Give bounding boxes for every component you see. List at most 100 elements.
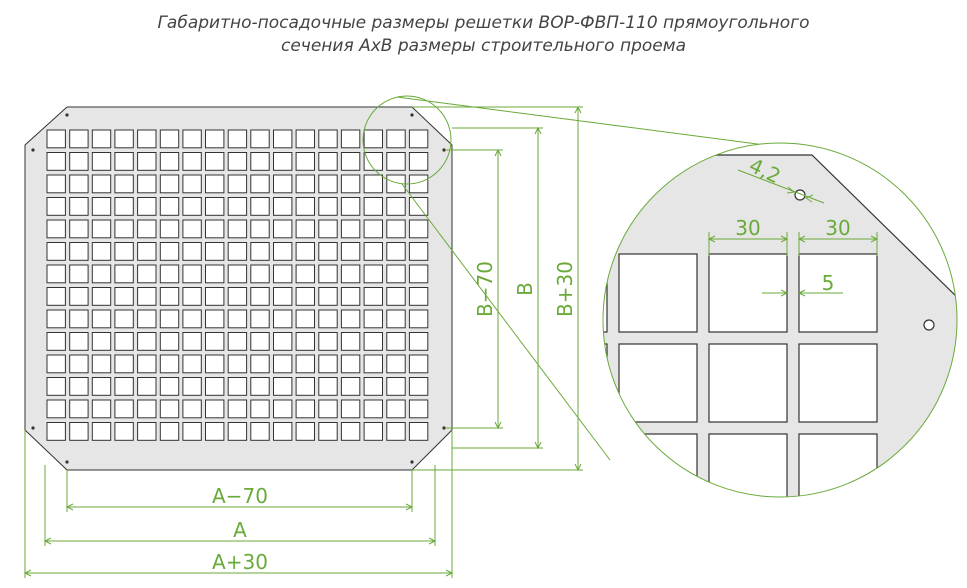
grille-cell (340, 219, 361, 239)
grille-cell (205, 174, 225, 194)
grille-cell (340, 377, 361, 396)
grille-cell (46, 219, 66, 239)
grille-cell (114, 287, 134, 306)
detail-leader-bottom (401, 183, 611, 461)
mounting-hole (442, 426, 446, 430)
grille-cell (340, 422, 361, 441)
grille-cell (386, 377, 406, 396)
grille-cell (408, 152, 429, 171)
grille-cell (295, 152, 316, 171)
grille-cell (340, 197, 361, 216)
grille-cell (159, 129, 180, 149)
grille-cell (91, 399, 112, 419)
grille-cell (114, 174, 134, 194)
detail-grille-cell (618, 433, 698, 497)
grille-cell (69, 287, 89, 306)
grille-cell (91, 332, 112, 351)
grille-cell (363, 422, 384, 441)
grille-cell (340, 174, 361, 194)
grille-cell (69, 332, 89, 351)
dim-a: A (233, 518, 247, 542)
dim-a-minus-70: A−70 (212, 484, 268, 508)
grille-cell (114, 152, 134, 171)
grille-cell (46, 152, 66, 171)
grille-cell (91, 309, 112, 329)
grille-cell (114, 422, 134, 441)
detail-grille-cell (603, 433, 608, 497)
grille-cell (227, 309, 248, 329)
grille-cell (205, 332, 225, 351)
grille-cell (69, 174, 89, 194)
grille-cell (386, 152, 406, 171)
grille-cell (273, 174, 293, 194)
grille-cell (91, 152, 112, 171)
grille-cell (159, 287, 180, 306)
mounting-hole (442, 148, 446, 152)
grille-cell (273, 332, 293, 351)
grille-cell (227, 242, 248, 261)
grille-cell (318, 152, 338, 171)
grille-cell (91, 422, 112, 441)
grille-cell (182, 309, 202, 329)
grille-cell (295, 422, 316, 441)
grille-cell (318, 399, 338, 419)
grille-cell (205, 152, 225, 171)
grille-cell (137, 287, 157, 306)
grille-cell (159, 354, 180, 374)
detail-view: 4,2 30 30 5 (602, 142, 958, 498)
grille-cell (91, 219, 112, 239)
grille-cell (386, 197, 406, 216)
grille-cell (363, 354, 384, 374)
grille-cell (318, 287, 338, 306)
grille-cell (363, 152, 384, 171)
grille-cell (250, 264, 270, 284)
grille-cell (386, 287, 406, 306)
grille-cell (295, 377, 316, 396)
mounting-hole (31, 426, 35, 430)
grille-cell (273, 219, 293, 239)
detail-grille-cell (798, 343, 878, 423)
grille-cell (250, 377, 270, 396)
mounting-hole (410, 113, 414, 117)
grille-cell (340, 354, 361, 374)
grille-cell (295, 219, 316, 239)
grille-cell (91, 354, 112, 374)
grille-cell (386, 399, 406, 419)
grille-cell (137, 174, 157, 194)
grille-cell (250, 152, 270, 171)
detail-grille-cell (603, 343, 608, 423)
detail-grille-cell (708, 433, 788, 497)
grille-cell (318, 174, 338, 194)
mounting-hole (410, 460, 414, 464)
dim-b-plus-30: B+30 (553, 261, 577, 317)
grille-cell (137, 309, 157, 329)
grille-cell (46, 129, 66, 149)
grille-cell (340, 287, 361, 306)
grille-cell (386, 129, 406, 149)
grille-cell (340, 264, 361, 284)
mounting-hole (65, 460, 69, 464)
grille-cell (408, 399, 429, 419)
grille-cell (159, 309, 180, 329)
grille-cell (91, 377, 112, 396)
grille-cell (318, 309, 338, 329)
grille-cell (182, 219, 202, 239)
grille-cell (159, 197, 180, 216)
grille-cell (159, 219, 180, 239)
drawing-title: Габаритно-посадочные размеры решетки ВОР… (0, 12, 967, 58)
grille-cell (318, 377, 338, 396)
title-line-2: сечения AxB размеры строительного проема (280, 36, 686, 56)
grille-cell (182, 332, 202, 351)
grille-cell (363, 174, 384, 194)
grille-cell (227, 332, 248, 351)
grille-cell (182, 242, 202, 261)
dim-b: B (513, 282, 537, 296)
detail-grille-cell (708, 253, 788, 333)
grille-cell (250, 287, 270, 306)
grille-cell (69, 422, 89, 441)
grille-cell (295, 174, 316, 194)
grille-cell (91, 287, 112, 306)
grille-cell (227, 264, 248, 284)
grille-cell (273, 377, 293, 396)
grille-plate (24, 106, 453, 471)
